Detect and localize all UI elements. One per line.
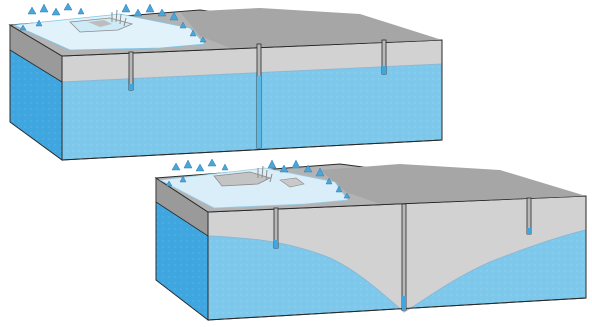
block-after-well-left [274,208,278,248]
block-after-well-right [527,198,531,234]
block-after [156,159,586,320]
block-before-well-right [382,40,386,74]
block-before-well-left [129,52,133,90]
block-before-well-center [257,44,261,148]
block-before [10,3,442,160]
block-after-well-center [402,204,406,310]
